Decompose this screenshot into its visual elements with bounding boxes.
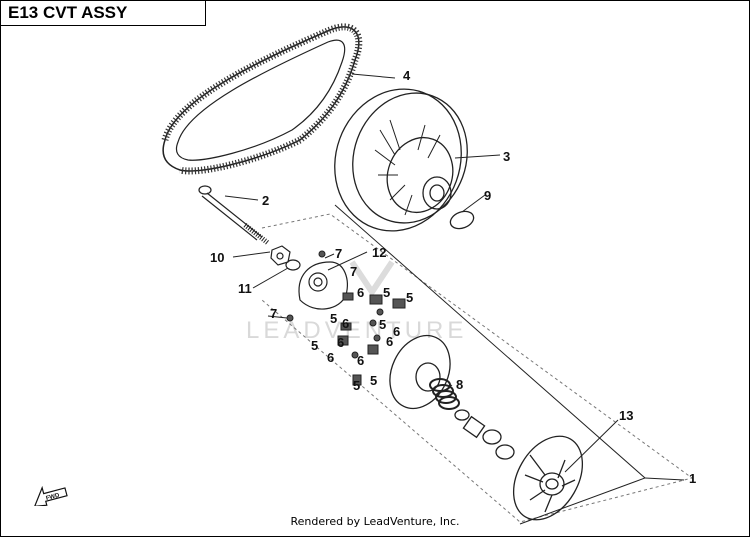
- washer: [285, 259, 301, 271]
- leader-lines: [224, 73, 685, 481]
- callout-5e: 5: [311, 338, 318, 353]
- callout-5g: 5: [353, 378, 360, 393]
- callouts: 4 3 9 2 10 11 12 7 7 7 6 5 5 5 6 5 6 5 6…: [210, 68, 696, 486]
- callout-2: 2: [262, 193, 269, 208]
- spring: [429, 378, 460, 410]
- callout-6d: 6: [337, 335, 344, 350]
- callout-6b: 6: [342, 316, 349, 331]
- callout-9: 9: [484, 188, 491, 203]
- callout-1: 1: [689, 471, 696, 486]
- callout-7a: 7: [335, 246, 342, 261]
- callout-10: 10: [210, 250, 224, 265]
- driven-clutch: [334, 88, 468, 232]
- bushings: [454, 409, 515, 460]
- callout-8: 8: [456, 377, 463, 392]
- callout-5c: 5: [330, 311, 337, 326]
- bolt: [198, 185, 270, 245]
- callout-6a: 6: [357, 285, 364, 300]
- exploded-guide: [261, 213, 694, 523]
- diagram-title: E13 CVT ASSY: [0, 0, 206, 26]
- callout-4: 4: [403, 68, 411, 83]
- callout-5d: 5: [379, 317, 386, 332]
- watermark: LEADVENTURE: [246, 260, 467, 344]
- callout-6f: 6: [327, 350, 334, 365]
- callout-5b: 5: [406, 290, 413, 305]
- callout-13: 13: [619, 408, 633, 423]
- fwd-arrow-icon: FWD: [33, 485, 68, 506]
- callout-5a: 5: [383, 285, 390, 300]
- o-ring: [449, 210, 475, 230]
- callout-11: 11: [238, 281, 252, 296]
- callout-7c: 7: [270, 306, 277, 321]
- callout-6e: 6: [386, 334, 393, 349]
- movable-sheave: [389, 334, 451, 410]
- fixed-sheave: [512, 435, 584, 521]
- drive-belt: [161, 23, 363, 175]
- callout-7b: 7: [350, 264, 357, 279]
- footer-credit: Rendered by LeadVenture, Inc.: [290, 515, 460, 528]
- callout-6g: 6: [357, 353, 364, 368]
- clutch-spider: [298, 261, 348, 310]
- weights-and-rollers: [286, 250, 406, 386]
- callout-12: 12: [372, 245, 386, 260]
- callout-3: 3: [503, 149, 510, 164]
- svg-text:FWD: FWD: [45, 493, 60, 503]
- callout-5f: 5: [370, 373, 377, 388]
- svg-text:LEADVENTURE: LEADVENTURE: [246, 317, 467, 344]
- callout-6c: 6: [393, 324, 400, 339]
